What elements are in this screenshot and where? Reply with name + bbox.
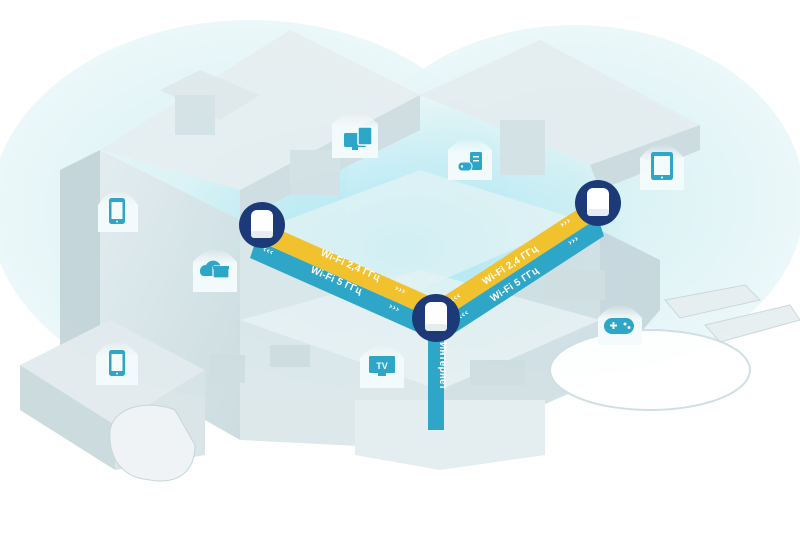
mesh-node-right[interactable] <box>575 180 621 226</box>
internet-label: Интернет <box>437 342 448 390</box>
smart-home-badge <box>448 138 492 180</box>
cloud-storage-icon <box>199 260 230 279</box>
smart-home-icon <box>457 152 482 172</box>
wifi-link-left: Wi-Fi 2,4 ГГц Wi-Fi 5 ГГц ‹‹‹ ››› ‹‹‹ ››… <box>250 222 438 336</box>
monitor-laptop-badge <box>332 112 378 158</box>
arrow-right-icon: ››› <box>393 284 407 298</box>
smartphone-badge-upper <box>98 190 138 232</box>
smartphone-icon <box>109 350 125 376</box>
wifi-24-band-left <box>256 222 438 318</box>
monitor-laptop-icon <box>344 126 373 150</box>
mesh-node-left[interactable] <box>239 202 285 248</box>
gamepad-badge <box>598 305 642 345</box>
tablet-badge <box>640 144 684 190</box>
wifi-24-band-right <box>438 200 598 318</box>
gamepad-icon <box>604 318 634 334</box>
tv-badge: TV <box>360 345 404 388</box>
smartphone-icon <box>109 198 125 224</box>
tablet-icon <box>651 152 673 180</box>
tv-icon: TV <box>369 356 395 376</box>
cloud-storage-badge <box>193 249 237 292</box>
mesh-node-main[interactable] <box>412 294 460 342</box>
internet-link: Интернет <box>428 318 448 430</box>
smartphone-badge-lower <box>96 341 138 385</box>
tv-label: TV <box>376 361 388 371</box>
arrow-right-icon: ››› <box>387 302 401 316</box>
wifi-5-band-left <box>250 240 432 336</box>
arrow-left-icon: ‹‹‹ <box>261 245 275 259</box>
wifi-5-band-right <box>444 218 604 336</box>
